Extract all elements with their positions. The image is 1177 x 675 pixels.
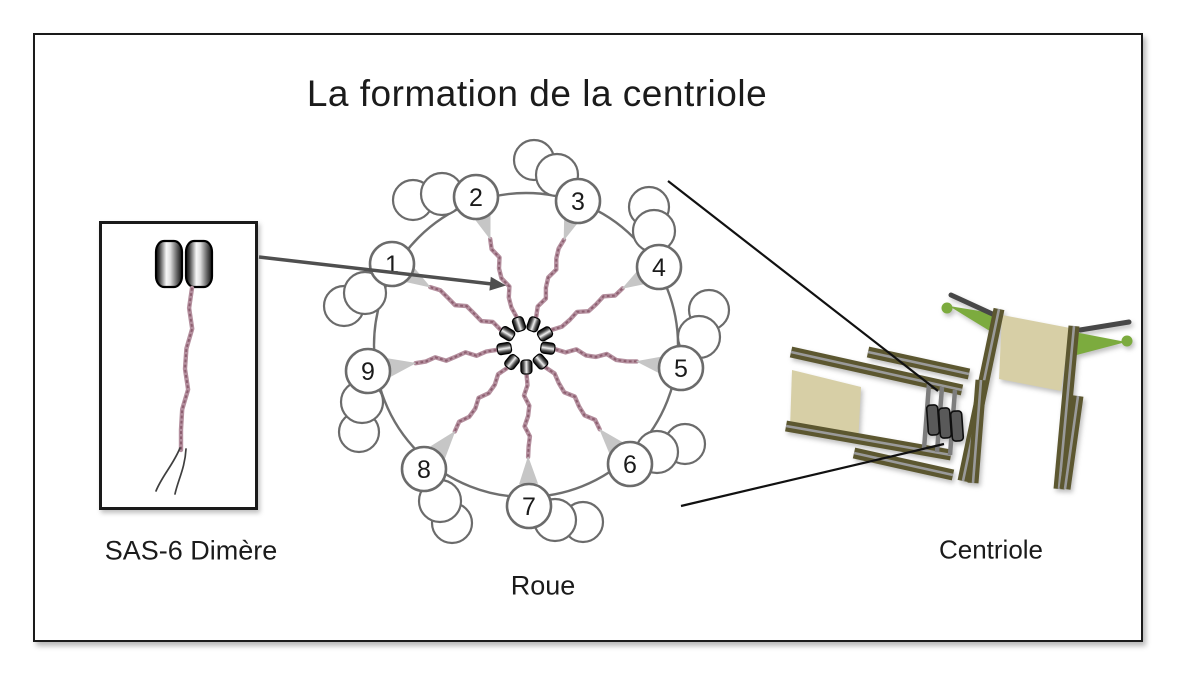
arrow-shaft bbox=[258, 255, 493, 286]
triplet-circle bbox=[342, 270, 388, 316]
numbered-triplet-circle bbox=[554, 177, 602, 225]
spoke-pinhead-wedge bbox=[635, 356, 665, 375]
subdistal-appendage-right bbox=[1077, 319, 1132, 333]
spoke-strand bbox=[535, 239, 565, 317]
cartwheel-hub-box bbox=[925, 404, 941, 436]
spoke-number: 5 bbox=[674, 355, 688, 383]
dimer-frayed-end bbox=[155, 447, 181, 492]
spoke-strand bbox=[549, 286, 625, 332]
triplet-cluster: 7 bbox=[505, 482, 605, 544]
triplet-cluster: 8 bbox=[400, 445, 474, 545]
spoke-number: 1 bbox=[385, 251, 399, 279]
spoke-strand bbox=[523, 374, 531, 458]
mother-lumen bbox=[999, 315, 1070, 391]
numbered-triplet-circle bbox=[452, 173, 500, 221]
pointer-arrow bbox=[258, 255, 506, 291]
spoke-strand bbox=[452, 366, 510, 434]
hub-barrel bbox=[532, 353, 549, 370]
spoke-number: 6 bbox=[623, 451, 637, 479]
spoke-strand bbox=[555, 348, 637, 363]
triplet-cluster: 4 bbox=[627, 185, 683, 291]
hub-barrel bbox=[520, 359, 533, 375]
distal-appendage-right bbox=[1069, 331, 1126, 357]
spoke-number: 9 bbox=[361, 358, 375, 386]
spoke-number: 2 bbox=[469, 184, 483, 212]
page-title: La formation de la centriole bbox=[306, 73, 768, 114]
procentriole-figure bbox=[785, 346, 971, 481]
centriole-figure bbox=[785, 292, 1133, 490]
triplet-cluster: 5 bbox=[657, 288, 731, 392]
spoke-pinhead-wedge bbox=[387, 358, 417, 377]
triplet-cluster: 2 bbox=[391, 171, 500, 222]
cartwheel-figure: 1 2 3 4 5 6 7 8 9 bbox=[322, 138, 731, 545]
cartwheel-hub-box bbox=[937, 407, 953, 439]
cartwheel-hub-box bbox=[949, 410, 965, 442]
triplet-cluster: 3 bbox=[512, 138, 602, 225]
numbered-triplet-circle bbox=[606, 440, 654, 488]
spoke-strand bbox=[543, 365, 602, 432]
hub-barrel bbox=[499, 325, 516, 342]
dimer-caption: SAS-6 Dimère bbox=[104, 535, 278, 566]
numbered-triplet-circle bbox=[344, 347, 392, 395]
spoke-strand bbox=[429, 286, 502, 331]
numbered-triplet-circle bbox=[505, 482, 553, 530]
spoke-number: 3 bbox=[571, 188, 585, 216]
spoke-number: 8 bbox=[417, 456, 431, 484]
wheel-caption: Roue bbox=[510, 570, 576, 601]
subdistal-appendage-left bbox=[948, 292, 1002, 320]
triplet-cluster: 9 bbox=[337, 347, 392, 454]
spoke-strand bbox=[545, 366, 601, 430]
spoke-strand bbox=[489, 238, 518, 318]
sas6-dimer-figure bbox=[99, 221, 258, 510]
spoke-pinhead-wedge bbox=[599, 428, 625, 456]
numbered-triplet-circle bbox=[400, 445, 448, 493]
spoke-pinhead-wedge bbox=[519, 455, 539, 485]
dimer-head-right bbox=[184, 239, 214, 289]
dimer-coiled-coil-tail bbox=[178, 285, 195, 453]
spoke-strand bbox=[428, 284, 503, 332]
spoke-strand bbox=[415, 348, 497, 365]
connector-line-bottom bbox=[680, 442, 945, 508]
triplet-cluster: 1 bbox=[322, 240, 416, 328]
spoke-strand bbox=[534, 237, 567, 319]
numbered-triplet-circle bbox=[657, 344, 705, 392]
connector-lines bbox=[667, 180, 945, 508]
spoke-strand bbox=[551, 287, 624, 331]
numbered-triplet-circle bbox=[635, 243, 683, 291]
hub-barrel bbox=[511, 316, 527, 333]
centriole-caption: Centriole bbox=[938, 534, 1044, 565]
mother-centriole-figure bbox=[941, 292, 1133, 490]
dimer-head-left bbox=[154, 239, 184, 289]
arrow-head-icon bbox=[489, 276, 506, 291]
hub-barrel bbox=[526, 316, 541, 333]
dimer-tail-strand bbox=[180, 287, 194, 450]
appendage-tip-right bbox=[1121, 335, 1133, 347]
spoke-number: 7 bbox=[522, 493, 536, 521]
hub-barrel bbox=[496, 341, 513, 356]
connector-line-top bbox=[667, 180, 939, 392]
hub-barrel bbox=[536, 326, 554, 342]
appendage-tip-left bbox=[941, 302, 953, 314]
triplet-cluster: 6 bbox=[606, 422, 707, 488]
spoke-number: 4 bbox=[652, 254, 666, 282]
dimer-frayed-end bbox=[174, 448, 187, 495]
hub-barrel bbox=[539, 341, 556, 355]
hub-barrel bbox=[504, 353, 520, 371]
spoke-strand bbox=[453, 367, 508, 432]
